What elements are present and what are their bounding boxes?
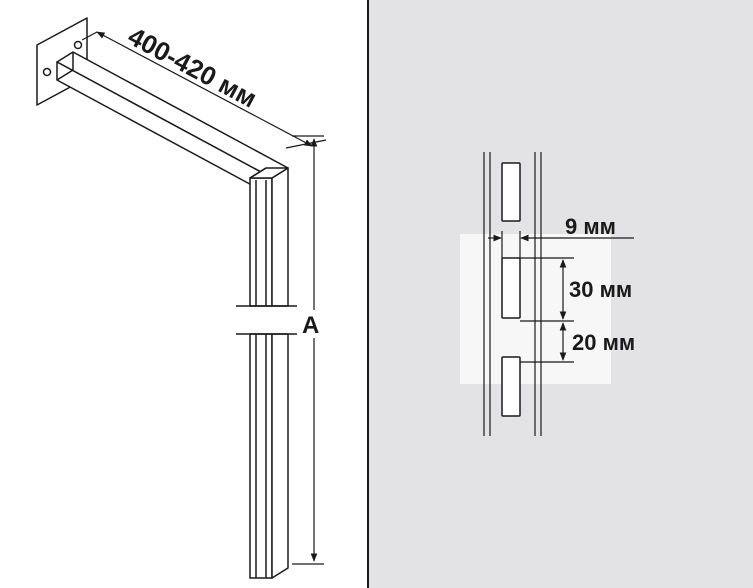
height-dimension — [292, 135, 324, 565]
rail-slot — [501, 162, 521, 222]
arm-length-dimension — [81, 31, 327, 149]
rail-slot — [501, 257, 521, 319]
break-symbol — [236, 305, 297, 335]
slot-spacing-dimension — [520, 257, 574, 363]
height-label: A — [302, 312, 319, 339]
slot-height-label: 30 мм — [569, 277, 632, 302]
height-label-backdrop — [300, 310, 328, 338]
wall-rail — [483, 152, 542, 436]
slot-width-label: 9 мм — [565, 214, 616, 239]
rail-slot — [501, 356, 521, 417]
right-panel: 9 мм 30 мм 20 мм — [369, 0, 753, 588]
rail-slots — [501, 162, 521, 417]
bracket-post-lower — [249, 333, 289, 579]
screw-icon — [73, 40, 83, 50]
screw-icon — [42, 67, 52, 77]
left-panel: 400-420 мм A — [0, 0, 368, 588]
slot-gap-label: 20 мм — [572, 330, 635, 355]
slot-width-dimension — [488, 231, 634, 258]
